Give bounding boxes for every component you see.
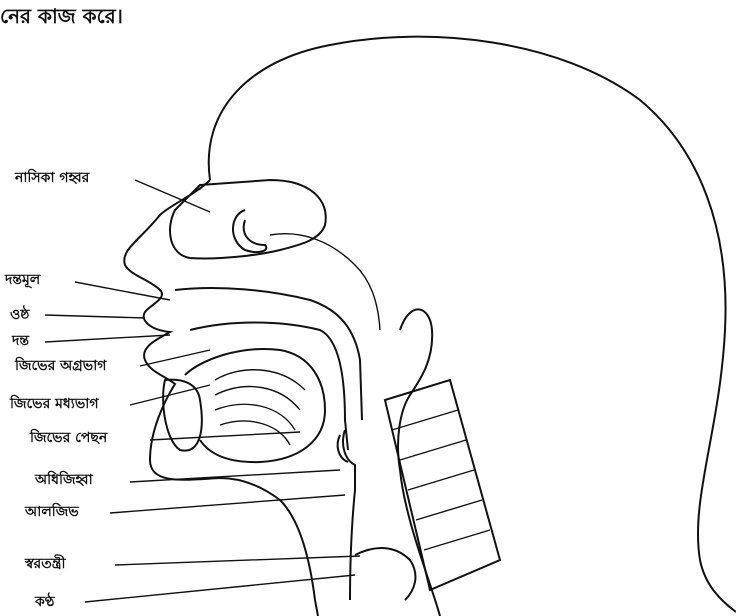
label-tongue-back: জিভের পেছন [30, 430, 107, 446]
pointer-uvula [110, 495, 345, 513]
pointer-nasal-cavity [135, 180, 210, 212]
pointer-gums [75, 282, 170, 300]
vertebra-line-2 [400, 440, 466, 460]
label-epiglottis: অধিজিহ্বা [35, 472, 93, 488]
tongue-lines-3 [215, 404, 295, 430]
neck-back [398, 309, 440, 616]
label-throat: কণ্ঠ [35, 594, 55, 610]
vocal-cords-shape [355, 548, 415, 600]
vertebra-line-5 [424, 530, 490, 550]
jaw-bone [163, 380, 202, 451]
oral-cavity [190, 323, 348, 451]
pointer-tongue-back [150, 432, 300, 440]
label-gums: দন্তমূল [5, 272, 40, 288]
label-tongue-middle: জিভের মধ্যভাগ [10, 396, 99, 412]
pointer-teeth [45, 335, 170, 342]
label-uvula: আলজিভ [25, 504, 79, 520]
hard-palate [175, 288, 362, 420]
pointer-vocal-cords [115, 556, 360, 565]
label-vocal-cords: স্বরতন্ত্রী [25, 556, 65, 572]
vertebra-line-3 [408, 470, 474, 490]
label-tongue-tip: জিভের অগ্রভাগ [15, 358, 106, 374]
face-profile [124, 180, 318, 616]
label-lips: ওষ্ঠ [10, 307, 29, 323]
label-nasal-cavity: নাসিকা গহ্বর [15, 170, 89, 186]
label-teeth: দন্ত [12, 333, 29, 349]
nasal-concha [233, 210, 266, 252]
vertebra-line-4 [416, 500, 482, 520]
pointer-lips [45, 315, 145, 318]
nasal-cavity-outline [170, 180, 326, 258]
